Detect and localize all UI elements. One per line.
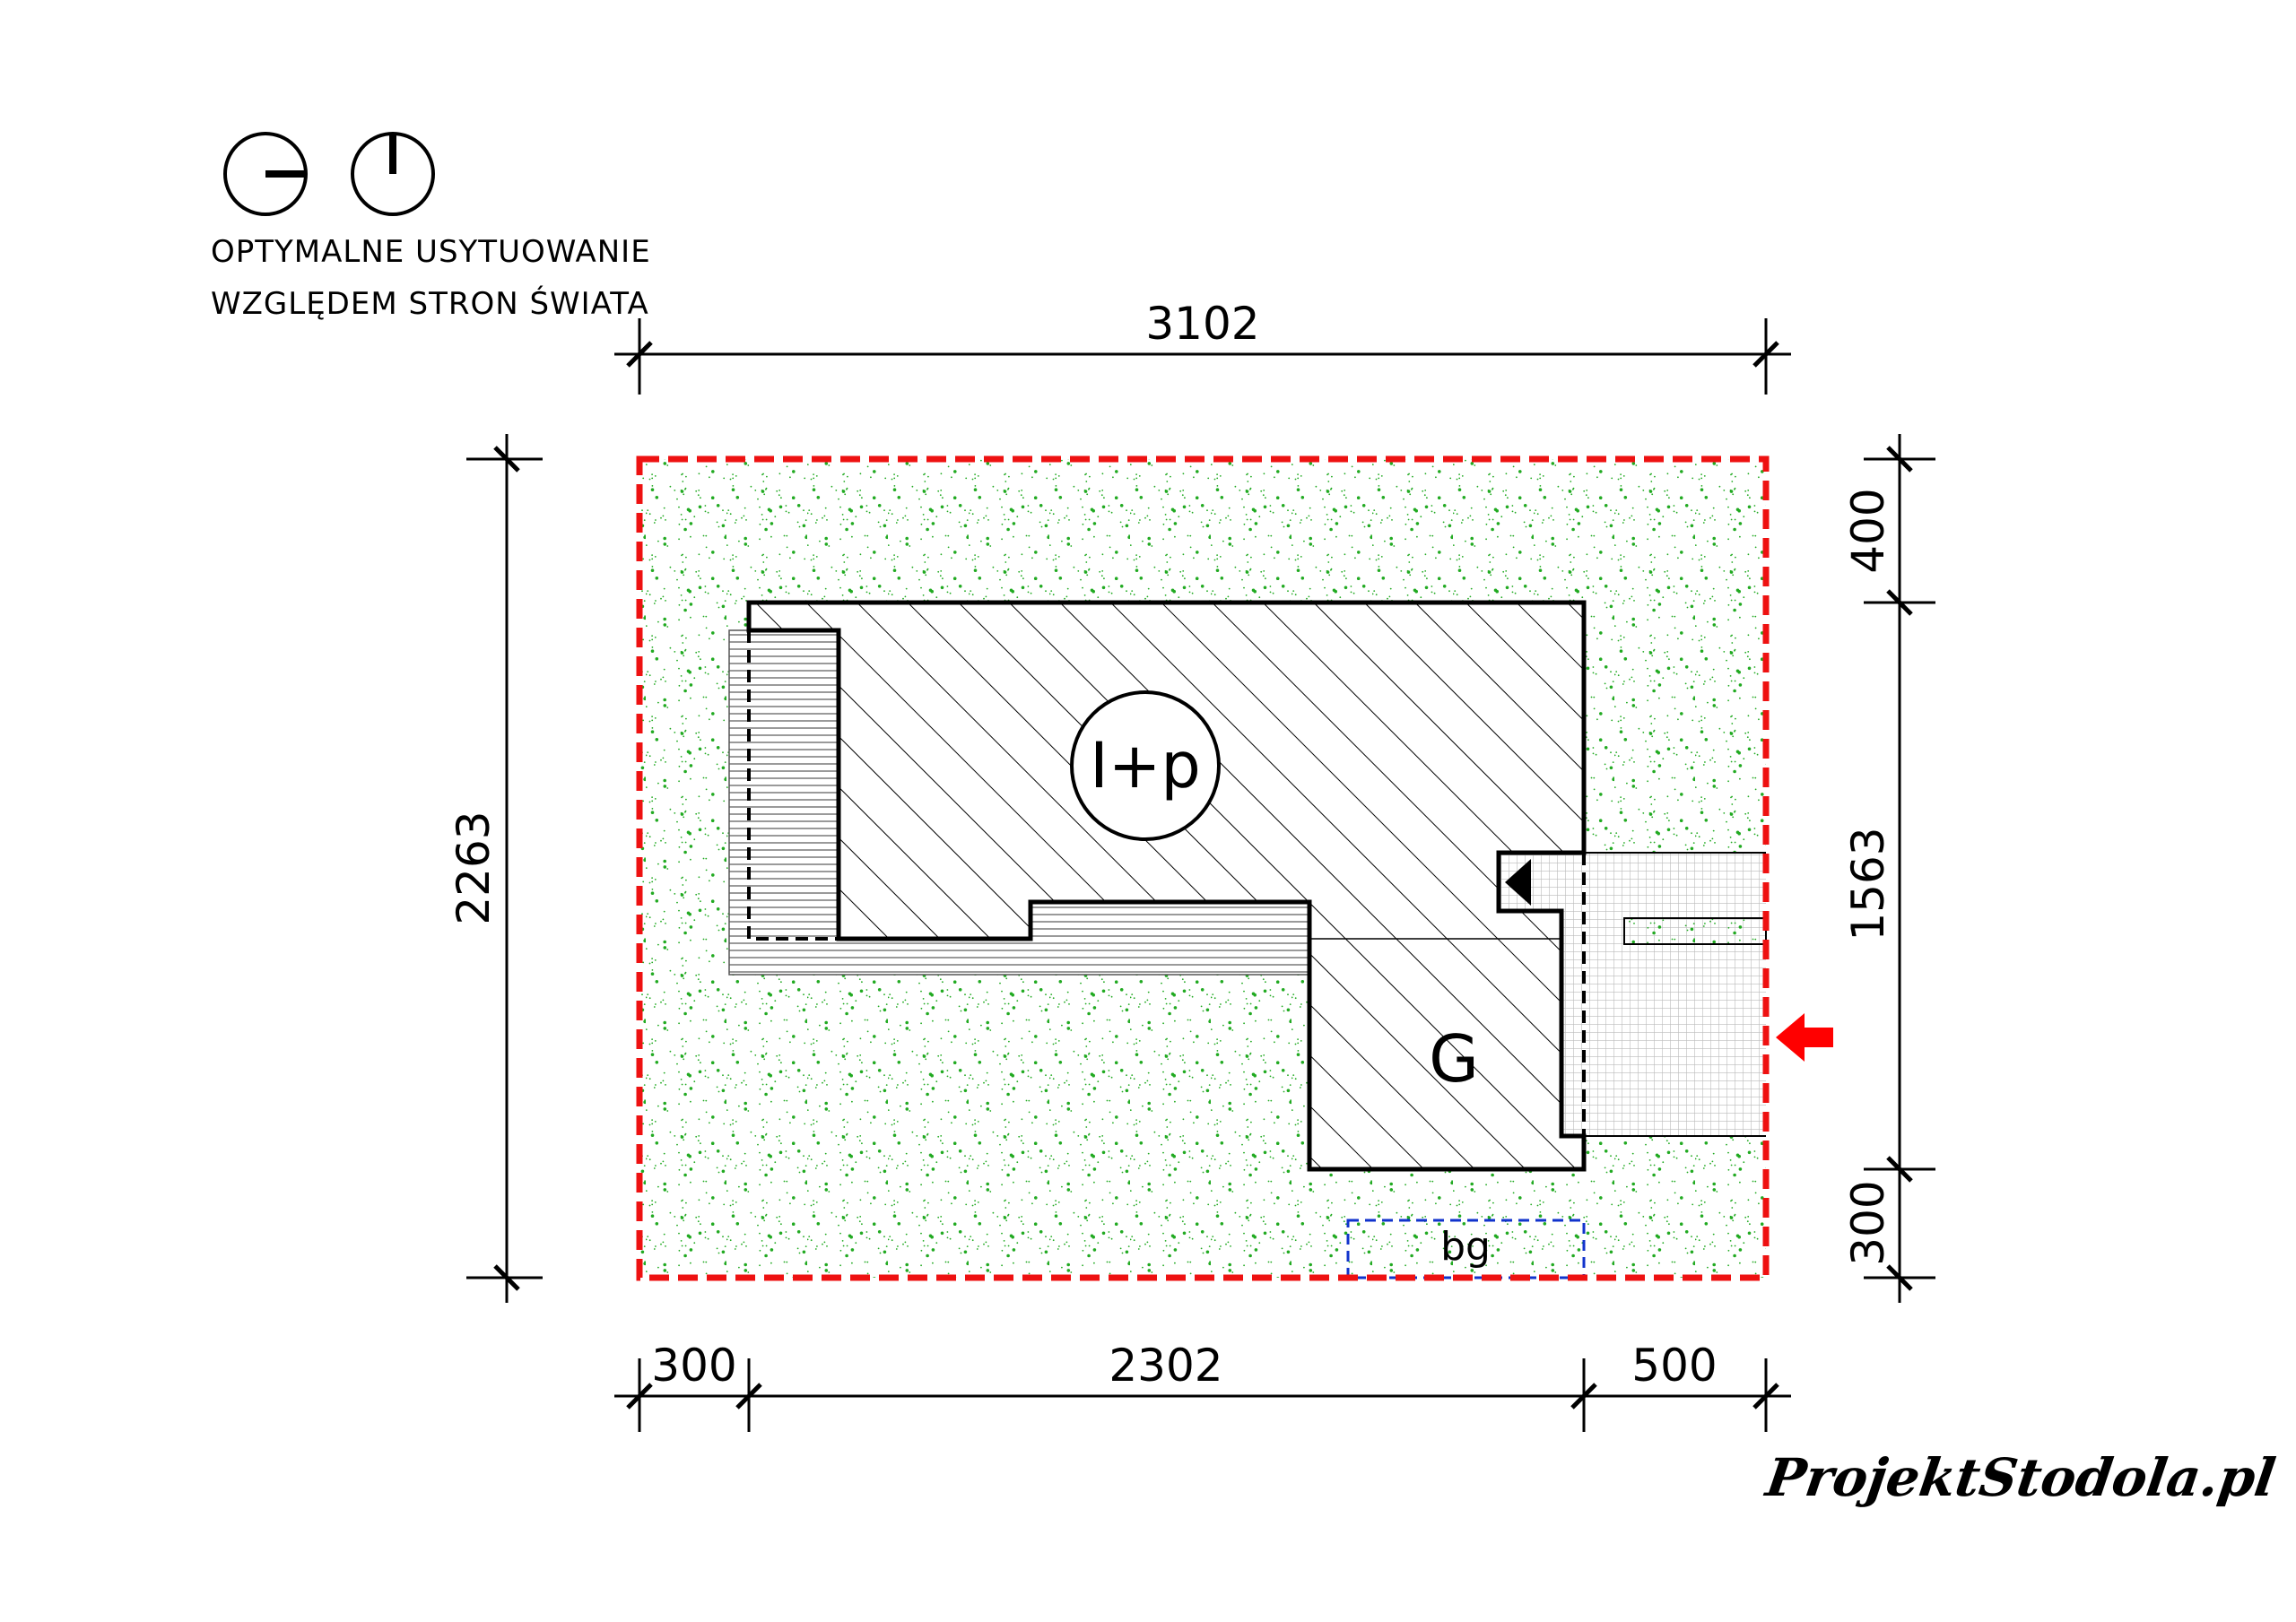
dim-top-total: 3102	[1145, 298, 1259, 350]
dim-right-middle: 1563	[1842, 827, 1894, 941]
dim-right-bottom: 300	[1842, 1180, 1894, 1265]
orientation-legend: OPTYMALNE USYTUOWANIE WZGLĘDEM STRON ŚWI…	[211, 132, 651, 322]
dim-bottom-middle: 2302	[1109, 1340, 1222, 1392]
legend-line-2: WZGLĘDEM STRON ŚWIATA	[211, 285, 649, 322]
dimension-lines	[466, 318, 1935, 1432]
plot-boundary	[636, 455, 1770, 1281]
svg-text:I+p: I+p	[1090, 729, 1201, 802]
dim-bottom-left: 300	[651, 1340, 736, 1392]
orientation-east-icon	[223, 132, 308, 216]
driveway-green-strip	[1623, 917, 1767, 945]
dim-right-top: 400	[1842, 488, 1894, 573]
entrance-triangle-icon	[1505, 859, 1531, 906]
brand-logo: ProjektStodola.pl	[1761, 1446, 2279, 1508]
legend-line-1: OPTYMALNE USYTUOWANIE	[211, 234, 651, 270]
dim-bottom-right: 500	[1631, 1340, 1717, 1392]
bin-area-label: bg	[1440, 1224, 1491, 1270]
dim-left-total: 2263	[448, 811, 500, 924]
entry-arrow-icon	[1776, 1013, 1833, 1062]
garage-label: G	[1429, 1021, 1479, 1097]
house-label: I+p	[1070, 690, 1221, 841]
orientation-north-icon	[351, 132, 435, 216]
